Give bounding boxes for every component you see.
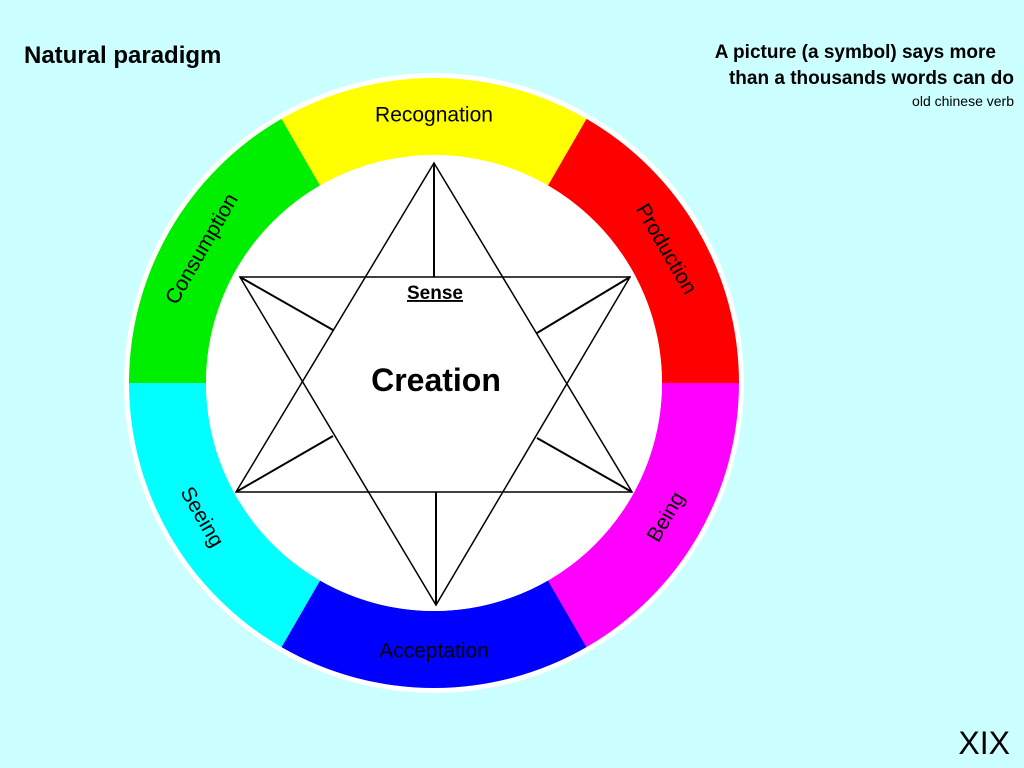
segment-label-acceptation: Acceptation bbox=[379, 640, 489, 663]
wheel-segment-acceptation bbox=[281, 580, 587, 688]
wheel-segment-production bbox=[548, 118, 739, 384]
wheel-segment-seeing bbox=[129, 383, 320, 648]
star-triangle-up bbox=[234, 161, 634, 493]
segment-label-recognation: Recognation bbox=[375, 104, 493, 127]
star-spoke-upper-right bbox=[536, 276, 631, 334]
star-spoke-lower-right bbox=[536, 437, 633, 493]
quote-block: A picture (a symbol) says more than a th… bbox=[715, 40, 1014, 110]
slide-number: XIX bbox=[958, 725, 1010, 761]
star-spoke-upper-left bbox=[239, 276, 334, 331]
wheel-inner-disc bbox=[206, 155, 662, 611]
slide-title: Natural paradigm bbox=[24, 42, 222, 69]
wheel-segment-recognation bbox=[281, 77, 587, 186]
center-label-creation: Creation bbox=[371, 362, 501, 398]
wheel-segment-consumption bbox=[129, 118, 320, 384]
quote-line-2: than a thousands words can do bbox=[728, 68, 1014, 89]
wheel-segment-being bbox=[548, 383, 739, 648]
quote-line-1: A picture (a symbol) says more bbox=[714, 42, 996, 63]
star-spoke-lower-left bbox=[235, 435, 334, 493]
quote-source: old chinese verb bbox=[912, 93, 1014, 109]
inner-label-sense: Sense bbox=[407, 283, 463, 304]
